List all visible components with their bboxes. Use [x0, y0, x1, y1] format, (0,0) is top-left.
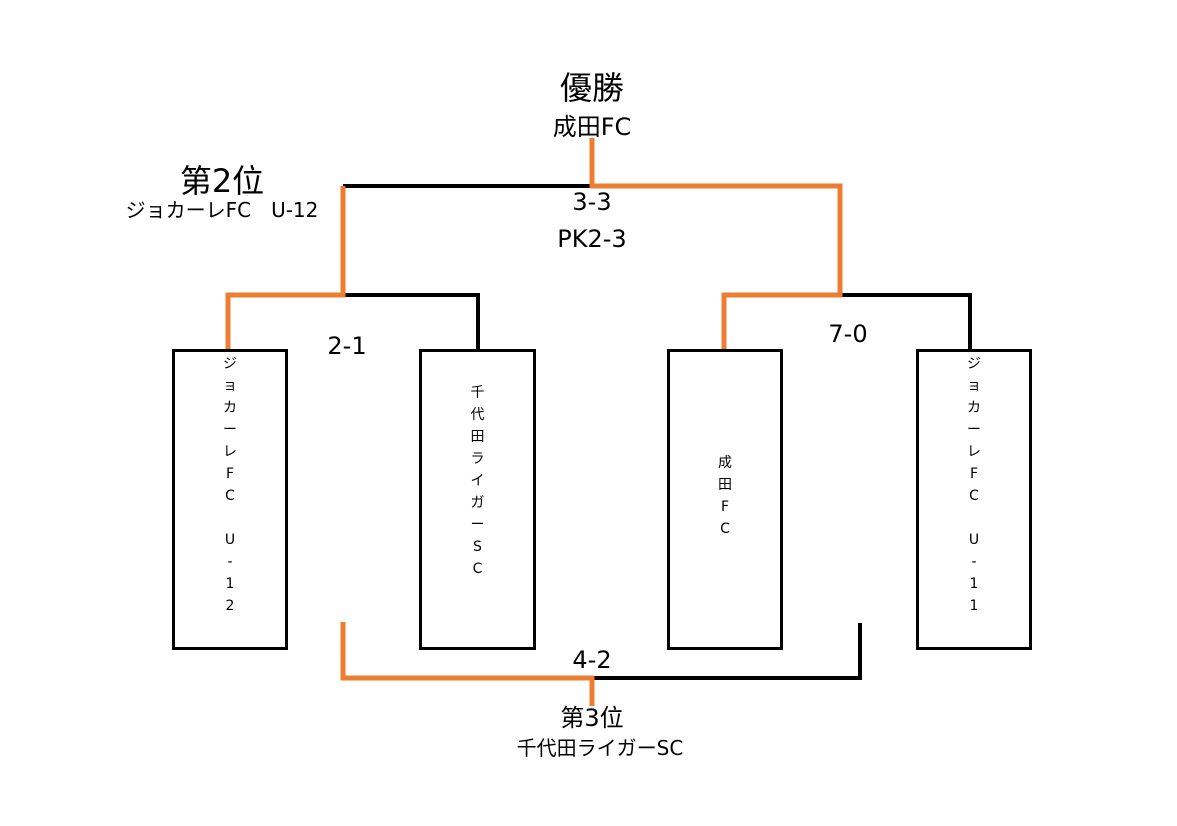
team-name-char: ョ [223, 378, 237, 394]
team-name-char: F [969, 466, 979, 482]
team-name-char: カ [223, 400, 237, 416]
team-name-char: 成 [718, 454, 732, 471]
runner-up-heading: 第2位 [179, 162, 265, 200]
team-name-char: C [720, 520, 730, 537]
final-score: 3-3 [572, 188, 612, 216]
team-name-char: - [971, 554, 977, 570]
semi-left-loser-line [343, 293, 480, 350]
team-name-char: U [224, 532, 236, 548]
team-name-char: C [225, 488, 235, 504]
champion-line [589, 138, 843, 350]
team-name-char: C [969, 488, 979, 504]
third-place-score: 4-2 [572, 646, 612, 674]
team-name-char: 田 [718, 476, 732, 493]
team-name-char: C [472, 561, 483, 577]
third-winner-line [340, 622, 595, 706]
team-name-char: ョ [967, 378, 981, 394]
final-pk-score: PK2-3 [557, 225, 627, 253]
third-heading: 第3位 [560, 704, 624, 732]
team-name-char: U [968, 532, 980, 548]
team-name-char: S [473, 539, 482, 555]
team-name-char: ー [967, 422, 981, 438]
third-loser-line [592, 623, 862, 680]
team-name-char: - [227, 554, 233, 570]
third-team: 千代田ライガーSC [516, 736, 684, 760]
team-name-char: ー [223, 422, 237, 438]
champion-team: 成田FC [552, 113, 632, 141]
team-name-char: イ [470, 473, 485, 489]
team-name-char: 代 [470, 407, 485, 423]
team-name-char: 1 [969, 576, 979, 592]
team-name-char: ジ [223, 356, 237, 372]
team-name-char: カ [967, 400, 981, 416]
team-name-char: 千 [470, 385, 485, 401]
team-name-char: レ [967, 444, 981, 460]
team-name-char: ラ [470, 451, 485, 467]
team-name-char: 1 [225, 576, 235, 592]
team-name-char: レ [223, 444, 237, 460]
team-name-char: ガ [470, 495, 485, 511]
team-name-char: F [225, 466, 235, 482]
team-name-char: 1 [969, 598, 979, 614]
semi-right-score: 7-0 [828, 320, 868, 348]
team-name-char: ー [470, 517, 485, 533]
champion-heading: 優勝 [559, 69, 625, 107]
team-name-char: 2 [225, 598, 235, 614]
team-name-char: ジ [967, 356, 981, 372]
team-name-char: 田 [470, 429, 485, 445]
semi-left-score: 2-1 [327, 332, 367, 360]
team-name-char: F [720, 498, 730, 515]
runner-up-line [225, 186, 346, 350]
semi-right-loser-line [840, 293, 972, 350]
runner-up-team: ジョカーレFC U-12 [125, 198, 319, 222]
